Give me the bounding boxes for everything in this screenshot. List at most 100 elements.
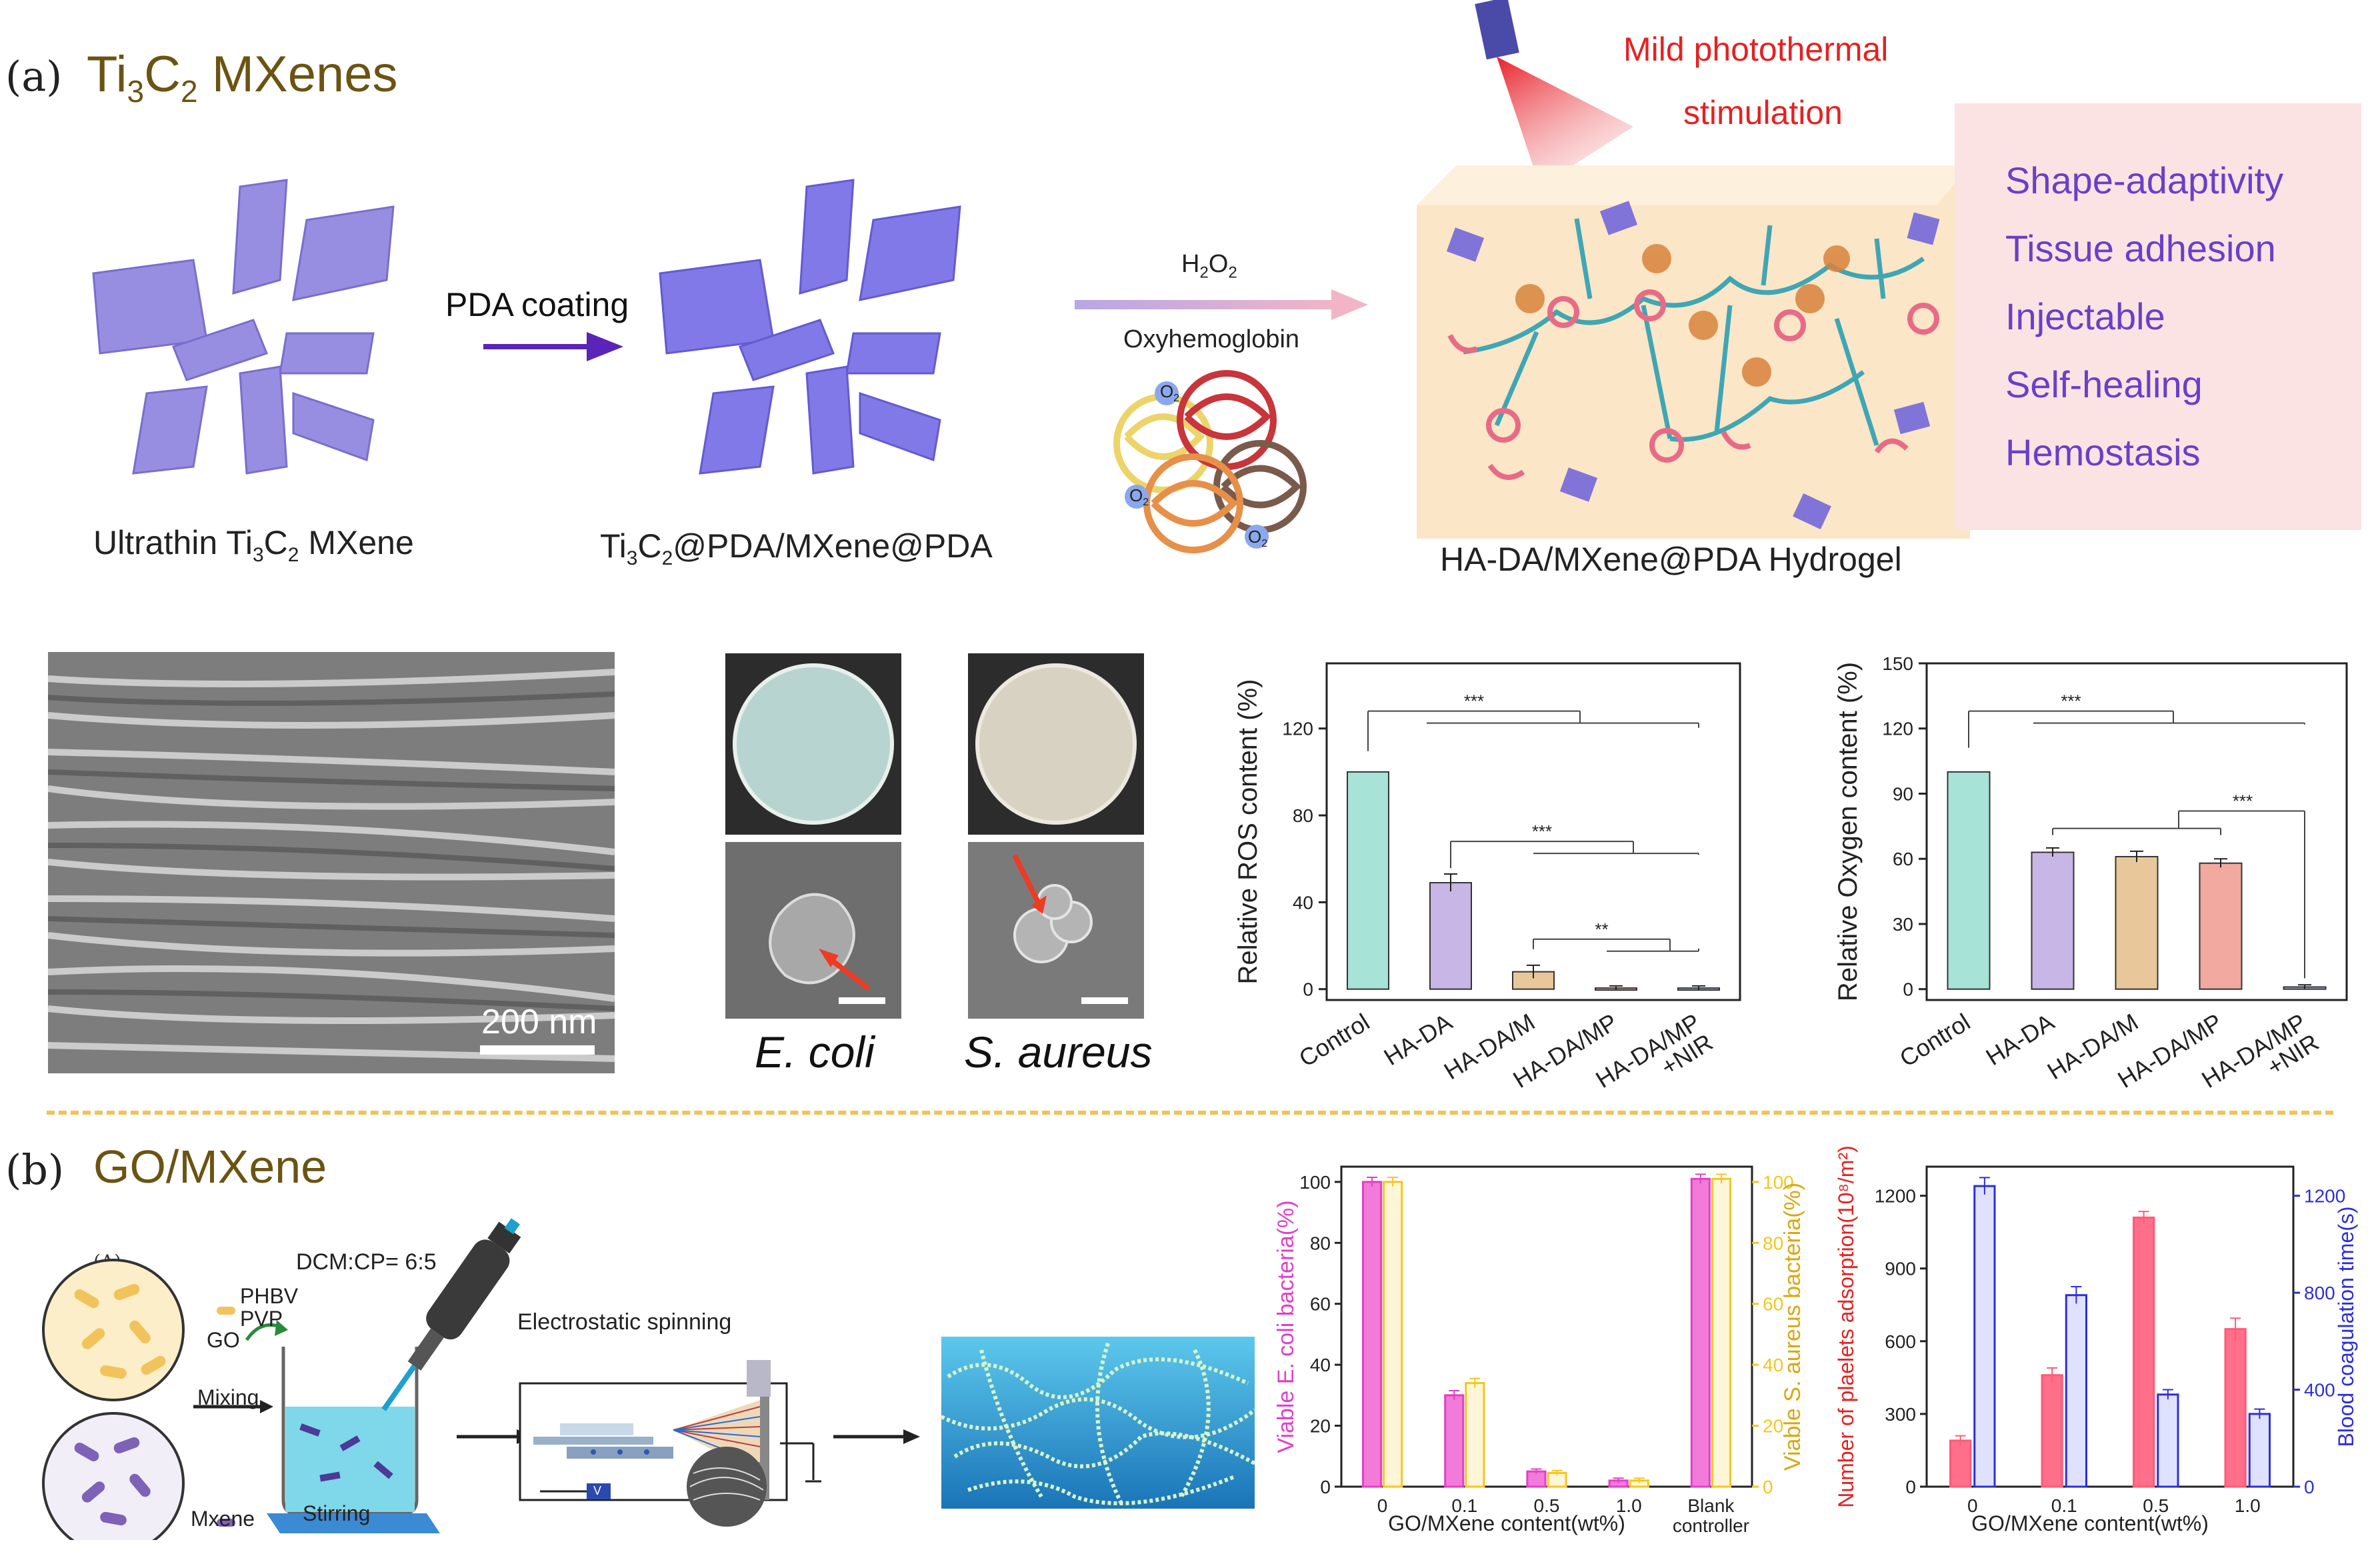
title-sub: 2 (180, 74, 198, 109)
bar (2248, 1413, 2271, 1488)
y-tick-label: 0 (1303, 979, 1313, 1000)
bar (1347, 771, 1389, 990)
text-part: Ultrathin Ti (93, 524, 253, 561)
property-injectable: Injectable (2005, 295, 2165, 337)
y-tick-label-left: 600 (1885, 1331, 1916, 1352)
text-part: C (637, 527, 662, 565)
y-tick-label-right: 60 (1763, 1294, 1783, 1315)
y-axis-label-right: Blood coagulation time(s) (2334, 1206, 2358, 1447)
properties-box (1955, 103, 2361, 530)
y-tick-label: 120 (1282, 719, 1313, 739)
y-tick-label: 80 (1293, 805, 1313, 826)
y-tick-label: 30 (1893, 914, 1913, 935)
o2-badge-3: O2 (1248, 527, 1267, 550)
text-sub: 3 (626, 547, 638, 569)
x-tick-label: 0.5 (2143, 1495, 2169, 1516)
laser-icon (1475, 0, 1633, 187)
y-tick-label-left: 0 (1905, 1477, 1916, 1497)
text-part: @PDA/MXene@PDA (673, 527, 993, 565)
pda-coating-label: PDA coating (445, 286, 629, 323)
phbv-label: PHBV (240, 1284, 299, 1308)
mxene-flakes-illustration (92, 179, 395, 475)
text-part: C (263, 524, 288, 561)
bar (1973, 1185, 1996, 1488)
electrospinning-process-illustration (42, 1218, 920, 1540)
o2-badge-1: O2 (1160, 381, 1179, 405)
y-tick-label: 40 (1293, 892, 1313, 913)
x-axis-label: GO/MXene content(wt%) (1971, 1511, 2209, 1535)
text-sub: 2 (1228, 263, 1237, 282)
section-separator (47, 1111, 2333, 1115)
title-sub: 3 (127, 74, 145, 109)
x-tick-label: 0.1 (1451, 1495, 1477, 1516)
sem-image (48, 652, 615, 1073)
bar (2031, 851, 2075, 990)
y-tick-label: 0 (1903, 979, 1913, 1000)
sig-marker: *** (1532, 821, 1552, 841)
x-tick-label: controller (1673, 1515, 1749, 1536)
y-tick-label-left: 1200 (1875, 1186, 1916, 1207)
bar (1383, 1181, 1403, 1488)
bar (2157, 1393, 2179, 1488)
panel-b-label: (b) (5, 1145, 65, 1194)
bar (2224, 1328, 2247, 1488)
bar (2065, 1294, 2087, 1488)
y-tick-label-right: 100 (1763, 1172, 1794, 1193)
o2-text: O (1248, 527, 1262, 547)
bar (1444, 1394, 1465, 1488)
laser-text-line2: stimulation (1683, 94, 1843, 131)
bar (2115, 855, 2159, 990)
y-tick-label: 150 (1882, 653, 1913, 674)
hydrogel-illustration (1417, 165, 1970, 539)
bar (1947, 771, 1991, 990)
y-axis-label-left: Viable E. coli bacteria(%) (1273, 1200, 1299, 1453)
bar (2199, 862, 2243, 990)
ratio-label: DCM:CP= 6:5 (296, 1249, 437, 1275)
text-part: Ti (600, 527, 627, 565)
property-tissue-adhesion: Tissue adhesion (2005, 227, 2276, 269)
bar (1429, 882, 1472, 990)
x-tick-label: 0.1 (2051, 1495, 2077, 1516)
text-sub: 3 (252, 544, 264, 566)
sig-marker: *** (2233, 791, 2253, 811)
o2-sub: 2 (1261, 538, 1268, 550)
y-tick-label-left: 900 (1885, 1259, 1916, 1279)
x-tick-label: Control (1895, 1008, 1975, 1072)
spinning-label: Electrostatic spinning (517, 1309, 732, 1335)
y-tick-label-right: 20 (1763, 1416, 1783, 1437)
o2-text: O (1160, 381, 1174, 401)
y-axis-label: Relative ROS content (%) (1233, 679, 1263, 985)
plot-frame (1325, 662, 1741, 1001)
x-tick-label: 1.0 (1616, 1495, 1642, 1516)
sig-marker: *** (2061, 691, 2081, 711)
y-tick-label: 120 (1882, 719, 1913, 739)
fiber-mat-image (941, 1337, 1255, 1509)
x-tick-label: 1.0 (2235, 1495, 2261, 1516)
y-tick-label-right: 800 (2304, 1283, 2335, 1303)
x-tick-label-line: Control (1294, 1008, 1374, 1072)
text-part: O (1208, 250, 1229, 278)
sig-marker: ** (1595, 919, 1608, 939)
saureus-label: S. aureus (964, 1027, 1153, 1077)
bar (1949, 1439, 1972, 1488)
bar (1465, 1382, 1485, 1488)
ecoli-label: E. coli (755, 1027, 875, 1077)
x-tick-label: 0 (1967, 1495, 1978, 1516)
text-sub: 2 (661, 547, 673, 569)
petri-dish-saureus (968, 653, 1144, 835)
y-tick-label-right: 1200 (2304, 1186, 2345, 1207)
y-tick-label-right: 40 (1763, 1355, 1783, 1375)
title-part: Ti (87, 46, 127, 103)
x-tick-label: 0.5 (1534, 1495, 1560, 1516)
sem-saureus (968, 842, 1144, 1019)
y-tick-label-left: 300 (1885, 1404, 1916, 1425)
bar (1711, 1177, 1732, 1488)
x-tick-label: Blank (1687, 1495, 1735, 1516)
pda-arrow-icon (483, 332, 623, 361)
o2-badge-2: O2 (1129, 485, 1149, 509)
y-tick-label-left: 0 (1320, 1477, 1331, 1497)
o2-text: O (1129, 485, 1143, 505)
y-tick-label-right: 0 (2304, 1477, 2315, 1497)
